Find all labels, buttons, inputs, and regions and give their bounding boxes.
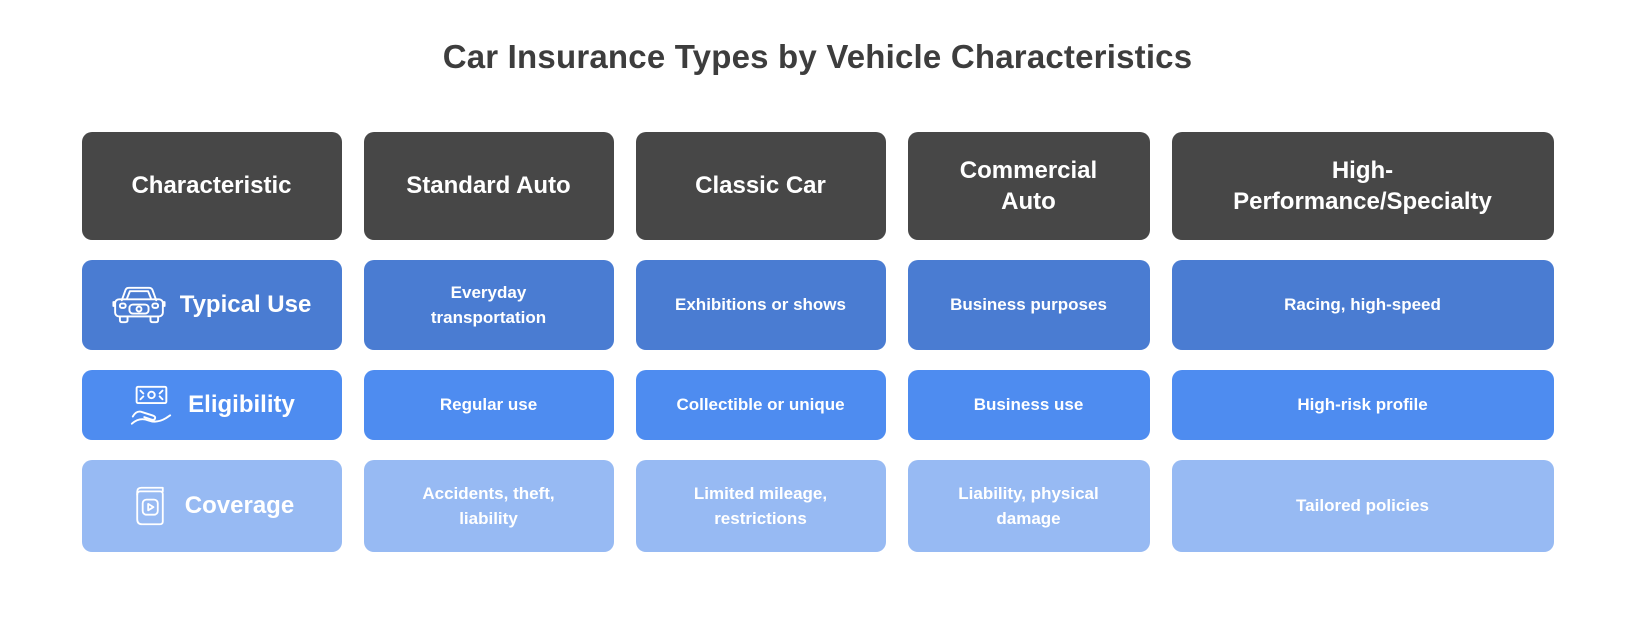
cell-eligibility-standard-auto: Regular use <box>363 370 614 440</box>
cell-typical-use-high-performance: Racing, high-speed <box>1171 260 1554 350</box>
car-icon <box>112 284 166 326</box>
column-header-label: Standard Auto <box>406 172 571 200</box>
cell-text: Everyday transportation <box>430 282 547 328</box>
column-header-commercial-auto: Commercial Auto <box>907 132 1150 240</box>
column-header-label: Classic Car <box>695 172 826 200</box>
cell-text: Accidents, theft, liability <box>422 483 555 529</box>
row-label-eligibility: Eligibility <box>81 370 342 440</box>
cell-text: Limited mileage, restrictions <box>693 483 828 529</box>
cell-text: Tailored policies <box>1296 496 1429 516</box>
column-header-label: Commercial Auto <box>959 156 1098 215</box>
cell-typical-use-commercial-auto: Business purposes <box>907 260 1150 350</box>
row-label-text: Coverage <box>184 492 295 519</box>
cell-eligibility-classic-car: Collectible or unique <box>635 370 886 440</box>
cell-text: Exhibitions or shows <box>675 295 846 315</box>
cell-text: Collectible or unique <box>676 395 845 415</box>
row-label-coverage: Coverage <box>81 460 342 552</box>
cell-coverage-standard-auto: Accidents, theft, liability <box>363 460 614 552</box>
column-header-classic-car: Classic Car <box>635 132 886 240</box>
row-label-typical-use: Typical Use <box>81 260 342 350</box>
row-label-text: Typical Use <box>179 291 312 318</box>
column-header-label: High- Performance/Specialty <box>1233 156 1492 215</box>
cell-typical-use-standard-auto: Everyday transportation <box>363 260 614 350</box>
column-header-standard-auto: Standard Auto <box>363 132 614 240</box>
cell-coverage-classic-car: Limited mileage, restrictions <box>635 460 886 552</box>
cell-text: Business use <box>973 395 1084 415</box>
cell-text: High-risk profile <box>1297 395 1428 415</box>
cell-typical-use-classic-car: Exhibitions or shows <box>635 260 886 350</box>
comparison-table: Characteristic Standard Auto Classic Car… <box>81 132 1554 552</box>
cell-text: Regular use <box>439 395 538 415</box>
money-hand-icon <box>128 382 174 428</box>
policy-book-icon <box>129 484 171 528</box>
chart-title: Car Insurance Types by Vehicle Character… <box>442 38 1193 75</box>
column-header-label: Characteristic <box>131 172 292 200</box>
cell-text: Racing, high-speed <box>1284 295 1441 315</box>
cell-text: Business purposes <box>950 295 1107 315</box>
cell-text: Liability, physical damage <box>958 483 1099 529</box>
cell-coverage-commercial-auto: Liability, physical damage <box>907 460 1150 552</box>
column-header-characteristic: Characteristic <box>81 132 342 240</box>
column-header-high-performance-specialty: High- Performance/Specialty <box>1171 132 1554 240</box>
row-label-text: Eligibility <box>188 391 295 418</box>
cell-eligibility-high-performance: High-risk profile <box>1171 370 1554 440</box>
cell-coverage-high-performance: Tailored policies <box>1171 460 1554 552</box>
cell-eligibility-commercial-auto: Business use <box>907 370 1150 440</box>
